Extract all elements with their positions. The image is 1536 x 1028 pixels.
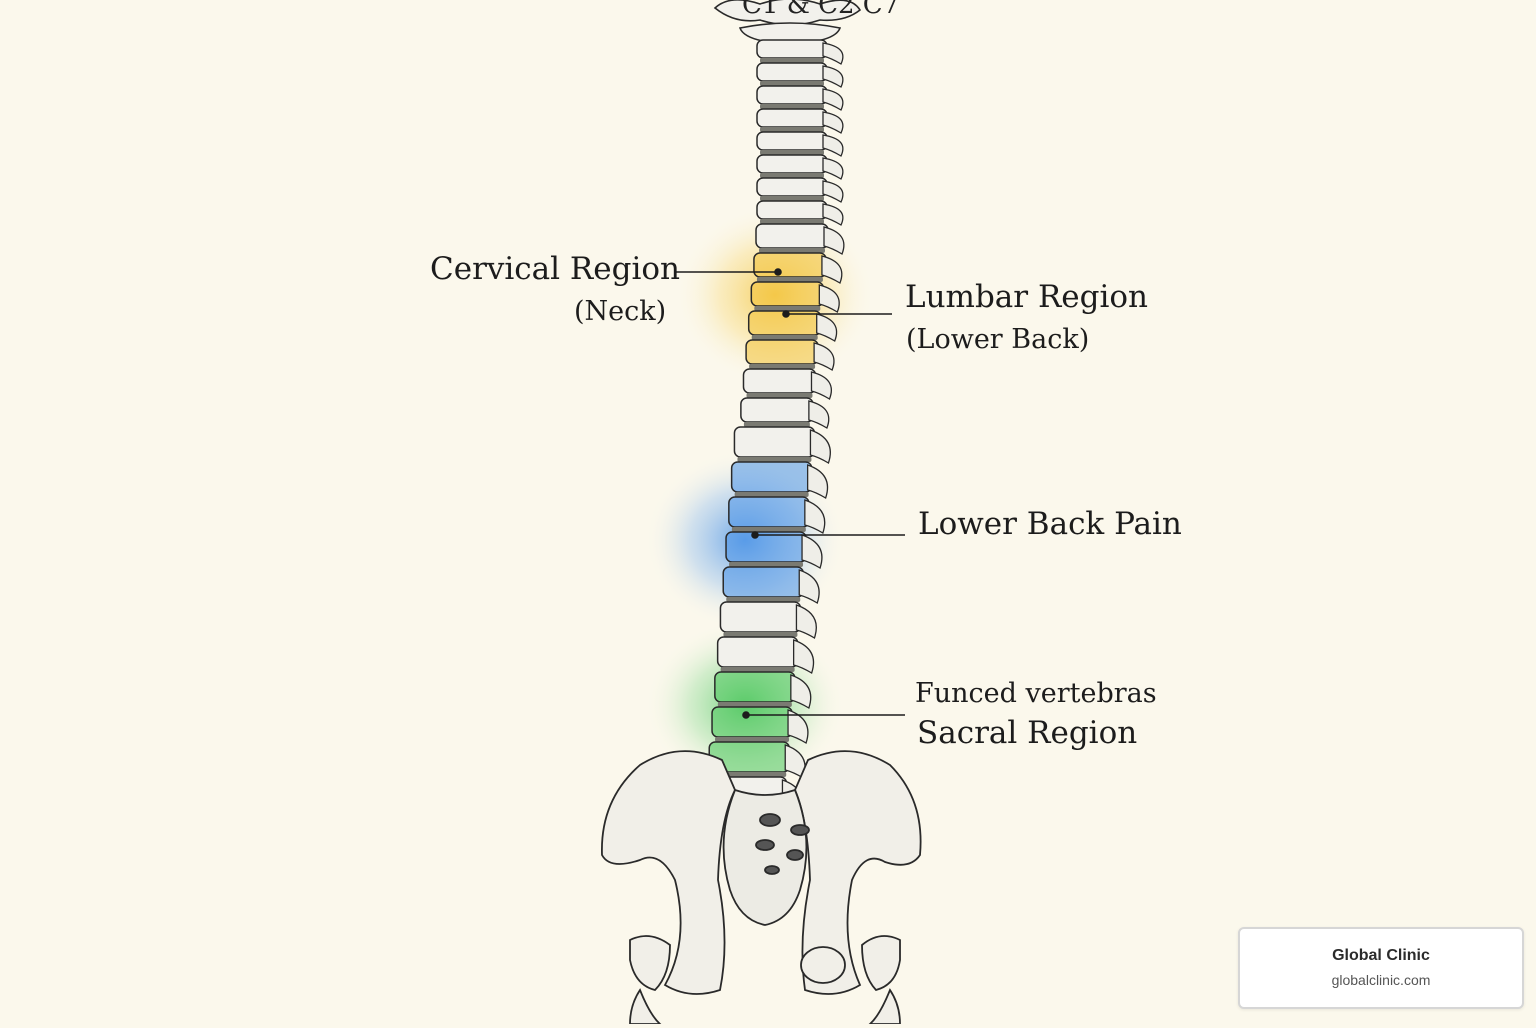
lumbar-region-label: Lumbar Region	[905, 279, 1149, 315]
intervertebral-disc	[734, 492, 809, 497]
vertebra-body	[745, 339, 819, 365]
intervertebral-disc	[720, 667, 795, 672]
vertebra-body	[728, 496, 810, 528]
intervertebral-disc	[729, 562, 804, 567]
intervertebral-disc	[760, 81, 824, 86]
vertebra-body	[753, 252, 827, 278]
spinous-process	[795, 604, 817, 639]
intervertebral-disc	[756, 277, 823, 282]
spinous-process	[822, 88, 844, 111]
vertebra-body	[756, 177, 828, 197]
intervertebral-disc	[717, 702, 792, 707]
vertebra-body	[750, 281, 825, 307]
vertebra-body	[756, 131, 828, 151]
intervertebral-disc	[760, 219, 824, 224]
intervertebral-disc	[731, 527, 806, 532]
vertebra-body	[730, 461, 813, 493]
vertebra-body	[725, 531, 807, 563]
intervertebral-disc	[749, 364, 816, 369]
spinous-process	[816, 313, 838, 342]
spinous-process	[822, 134, 844, 157]
intervertebral-disc	[760, 104, 824, 109]
vertebra-body	[756, 85, 828, 105]
spinous-process	[822, 65, 844, 88]
spinous-process	[790, 674, 812, 709]
lower-back-pain-label: Lower Back Pain	[918, 506, 1182, 542]
intervertebral-disc	[746, 393, 813, 398]
spinous-process	[821, 255, 843, 284]
intervertebral-disc	[743, 422, 810, 427]
vertebra-body	[742, 368, 817, 394]
spinous-process	[792, 639, 815, 674]
brand-url[interactable]: globalclinic.com	[1331, 972, 1431, 988]
spinous-process	[822, 42, 844, 65]
intervertebral-disc	[712, 772, 787, 777]
intervertebral-disc	[760, 127, 824, 132]
spinous-process	[810, 371, 833, 400]
spinous-process	[822, 157, 844, 180]
spinous-process	[798, 569, 820, 604]
intervertebral-disc	[760, 196, 824, 201]
cervical-region-label: Cervical Region	[430, 251, 680, 287]
vertebra-body	[756, 154, 828, 174]
vertebra-body	[733, 426, 816, 458]
vertebra-body	[755, 223, 829, 249]
spinous-process	[822, 180, 844, 203]
spinous-process	[813, 342, 835, 371]
spinous-process	[822, 203, 844, 226]
brand-card[interactable]: Global Clinic globalclinic.com	[1238, 927, 1524, 1009]
spinous-process	[822, 111, 844, 134]
top-partial-label: C1 & C2 C7	[742, 0, 900, 20]
intervertebral-disc	[751, 335, 818, 340]
vertebra-body	[756, 108, 828, 128]
vertebra-body	[722, 566, 804, 598]
callout-lines	[676, 268, 905, 719]
spinous-process	[809, 429, 831, 464]
intervertebral-disc	[760, 150, 824, 155]
spinous-process	[823, 226, 845, 255]
vertebra-body	[756, 62, 828, 82]
spinous-process	[818, 284, 840, 313]
intervertebral-disc	[737, 457, 812, 462]
lumbar-region-sublabel: (Lower Back)	[906, 324, 1090, 355]
vertebra-body	[716, 636, 799, 668]
vertebra-body	[740, 397, 814, 423]
intervertebral-disc	[759, 248, 825, 253]
vertebra-body	[756, 39, 828, 59]
vertebra-body	[714, 671, 796, 703]
vertebra-body	[756, 200, 828, 220]
intervertebral-disc	[760, 173, 824, 178]
intervertebral-disc	[754, 306, 821, 311]
cervical-region-sublabel: (Neck)	[574, 296, 667, 327]
fused-vertebrae-label: Funced vertebras	[915, 678, 1157, 709]
spinous-process	[787, 709, 809, 744]
vertebra-body	[719, 601, 802, 633]
intervertebral-disc	[726, 597, 801, 602]
atlas-vertebra	[713, 0, 862, 45]
intervertebral-disc	[715, 737, 790, 742]
intervertebral-disc	[760, 58, 824, 63]
intervertebral-disc	[723, 632, 798, 637]
spinous-process	[801, 534, 823, 569]
spinous-process	[804, 499, 826, 534]
brand-name: Global Clinic	[1332, 947, 1430, 964]
vertebra-body	[711, 706, 793, 738]
spinous-process	[808, 400, 830, 429]
pelvis	[601, 750, 922, 1025]
sacral-region-label: Sacral Region	[917, 715, 1138, 751]
vertebra-column	[705, 39, 845, 814]
spinous-process	[806, 464, 829, 499]
